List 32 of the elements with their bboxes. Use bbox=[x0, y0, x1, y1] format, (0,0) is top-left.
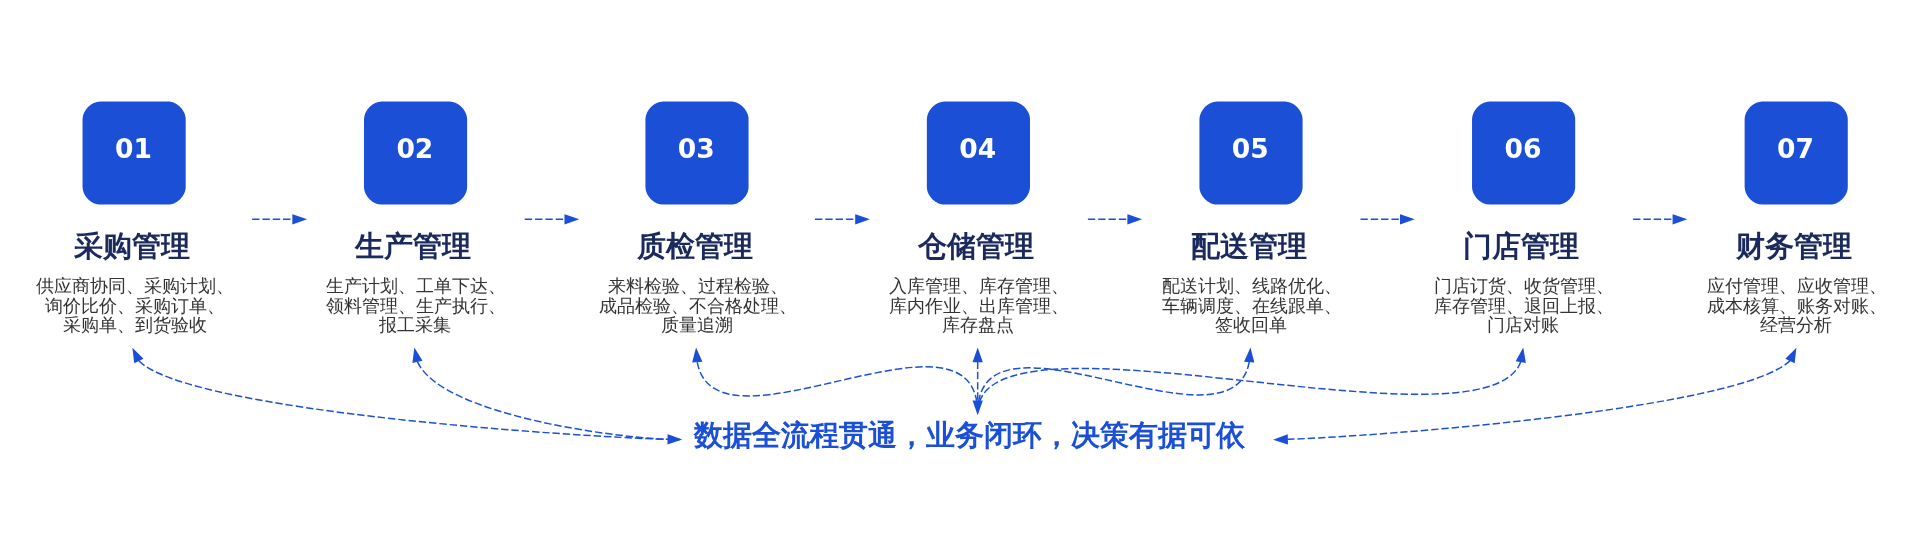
node-box: 02 bbox=[364, 101, 468, 205]
arrow bbox=[1359, 214, 1415, 225]
node-box: 07 bbox=[1744, 101, 1848, 205]
node-label: 配送管理 bbox=[1190, 229, 1307, 264]
node-label: 入库管理、库存管理、库内作业、出库管理、库存盘点 bbox=[889, 276, 1070, 335]
node-label: 门店管理 bbox=[1463, 229, 1580, 264]
node-text: 数据全流程贯通，业务闭环，决策有据可依 bbox=[694, 418, 1246, 453]
node-label: 质检管理 bbox=[636, 229, 753, 264]
arrow bbox=[1273, 347, 1797, 445]
node-label: 供应商协同、采购计划、询价比价、采购订单、采购单、到货验收 bbox=[36, 276, 235, 335]
node-box: 05 bbox=[1199, 101, 1303, 205]
arrow bbox=[412, 347, 681, 441]
node-label: 门店订货、收货管理、库存管理、退回上报、门店对账 bbox=[1434, 276, 1615, 335]
node-box: 04 bbox=[926, 101, 1030, 205]
node-label: 采购管理 bbox=[73, 229, 190, 264]
node-box: 06 bbox=[1472, 101, 1576, 205]
node-label: 仓储管理 bbox=[918, 229, 1035, 264]
node-box: 01 bbox=[82, 101, 186, 205]
node-label: 生产管理 bbox=[355, 229, 472, 264]
arrow bbox=[1087, 214, 1143, 225]
node-label: 来料检验、过程检验、成品检验、不合格处理、质量追溯 bbox=[599, 276, 797, 335]
arrow bbox=[976, 347, 1526, 414]
node-label: 财务管理 bbox=[1735, 229, 1852, 264]
arrow bbox=[251, 214, 308, 225]
arrow bbox=[132, 347, 683, 445]
node-box: 03 bbox=[645, 101, 749, 205]
node-label: 应付管理、应收管理、成本核算、账务对账、经营分析 bbox=[1707, 276, 1888, 335]
arrow bbox=[524, 214, 580, 225]
node-label: 生产计划、工单下达、领料管理、生产执行、报工采集 bbox=[326, 276, 507, 335]
arrow bbox=[814, 214, 870, 225]
arrow bbox=[1632, 214, 1688, 225]
node-label: 配送计划、线路优化、车辆调度、在线跟单、签收回单 bbox=[1161, 276, 1342, 335]
